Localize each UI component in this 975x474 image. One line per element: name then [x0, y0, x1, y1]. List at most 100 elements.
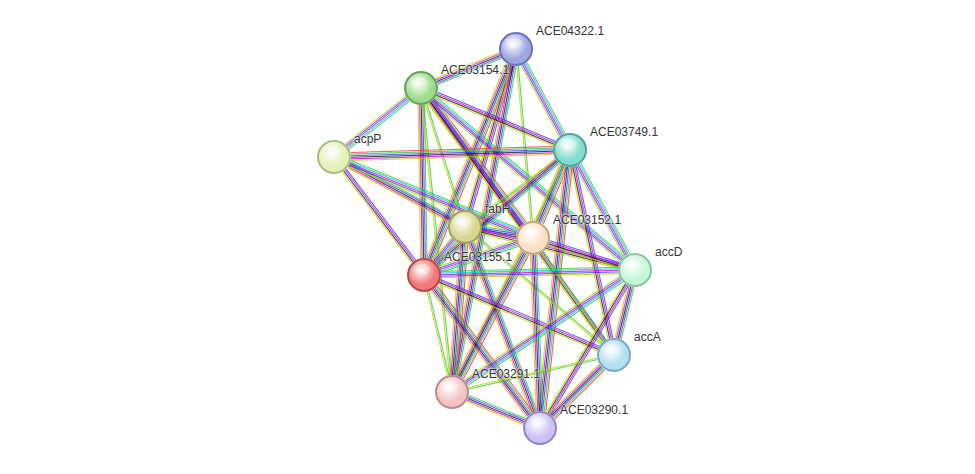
interaction-edge: [351, 147, 553, 161]
protein-node: ACE04322.1: [499, 32, 533, 66]
protein-label: ACE03155.1: [444, 250, 512, 264]
evidence-line: [436, 97, 624, 257]
evidence-line: [440, 242, 517, 268]
interaction-edge: [439, 279, 600, 350]
evidence-line: [424, 105, 452, 375]
evidence-line: [441, 274, 618, 278]
evidence-line: [469, 395, 526, 418]
protein-label: ACE03152.1: [553, 213, 621, 227]
evidence-line: [550, 241, 620, 263]
protein-node: acpP: [317, 140, 351, 174]
evidence-line: [441, 245, 518, 271]
evidence-line: [422, 105, 450, 375]
evidence-line: [344, 171, 413, 262]
node-highlight: [560, 139, 576, 149]
interaction-edge: [549, 241, 620, 267]
protein-node: accD: [618, 253, 652, 287]
evidence-line: [523, 65, 561, 136]
evidence-line: [548, 284, 625, 413]
interaction-edge: [478, 159, 557, 217]
node-highlight: [625, 259, 641, 269]
evidence-line: [468, 398, 525, 421]
evidence-line: [468, 358, 597, 387]
interaction-edge: [432, 97, 624, 262]
evidence-line: [527, 62, 565, 133]
evidence-line: [524, 64, 562, 135]
evidence-line: [547, 283, 624, 412]
evidence-line: [434, 99, 622, 259]
evidence-line: [427, 292, 447, 376]
protein-label: ACE03749.1: [590, 125, 658, 139]
evidence-line: [441, 246, 518, 272]
evidence-line: [525, 63, 563, 134]
evidence-line: [439, 163, 559, 266]
interaction-edge: [468, 242, 537, 413]
evidence-line: [346, 97, 406, 145]
node-highlight: [324, 146, 340, 156]
interaction-edge: [441, 267, 618, 278]
protein-node: ACE03154.1: [404, 71, 438, 105]
evidence-line: [521, 66, 559, 137]
node-highlight: [604, 344, 620, 354]
node-highlight: [442, 381, 458, 391]
evidence-line: [549, 244, 619, 266]
evidence-line: [543, 167, 569, 411]
interaction-edge: [349, 160, 519, 234]
evidence-line: [549, 245, 619, 267]
node-highlight: [414, 264, 430, 274]
evidence-line: [440, 243, 517, 269]
interaction-edge: [521, 62, 565, 136]
protein-node: ACE03152.1: [516, 221, 550, 255]
protein-label: acpP: [354, 132, 381, 146]
interaction-edge: [439, 240, 518, 272]
evidence-line: [349, 101, 409, 149]
evidence-line: [435, 98, 623, 258]
evidence-line: [418, 105, 420, 258]
evidence-line: [429, 291, 449, 375]
protein-label: accD: [655, 245, 682, 259]
interaction-edge: [467, 395, 526, 424]
protein-label: accA: [634, 330, 661, 344]
interaction-edge: [345, 96, 409, 149]
evidence-line: [464, 277, 619, 380]
protein-node: ACE03291.1: [435, 375, 469, 409]
evidence-line: [469, 243, 532, 412]
protein-node: fabH: [448, 210, 482, 244]
evidence-line: [347, 168, 448, 222]
evidence-line: [541, 167, 567, 411]
interaction-edge: [547, 283, 629, 414]
evidence-line: [518, 66, 532, 221]
node-highlight: [506, 38, 522, 48]
protein-node: ACE03155.1: [407, 258, 441, 292]
protein-label: ACE04322.1: [536, 24, 604, 38]
protein-node: ACE03290.1: [523, 411, 557, 445]
evidence-line: [549, 242, 619, 264]
evidence-line: [468, 397, 525, 420]
protein-label: fabH: [485, 202, 510, 216]
evidence-line: [439, 284, 598, 351]
evidence-line: [433, 100, 621, 260]
evidence-line: [349, 165, 517, 233]
evidence-line: [342, 172, 411, 263]
evidence-line: [467, 401, 524, 424]
node-highlight: [411, 77, 427, 87]
evidence-line: [439, 282, 598, 349]
protein-node: accA: [597, 338, 631, 372]
evidence-line: [549, 285, 626, 414]
node-highlight: [530, 417, 546, 427]
evidence-line: [551, 286, 628, 415]
evidence-line: [467, 400, 524, 423]
protein-node: ACE03749.1: [553, 133, 587, 167]
evidence-line: [345, 170, 414, 261]
evidence-line: [349, 166, 517, 234]
protein-label: ACE03290.1: [560, 403, 628, 417]
evidence-line: [346, 169, 415, 260]
node-highlight: [523, 227, 539, 237]
evidence-line: [348, 100, 408, 148]
evidence-line: [539, 167, 565, 411]
interaction-edge: [342, 169, 415, 263]
evidence-line: [441, 279, 600, 346]
evidence-line: [544, 167, 570, 411]
node-highlight: [455, 216, 471, 226]
